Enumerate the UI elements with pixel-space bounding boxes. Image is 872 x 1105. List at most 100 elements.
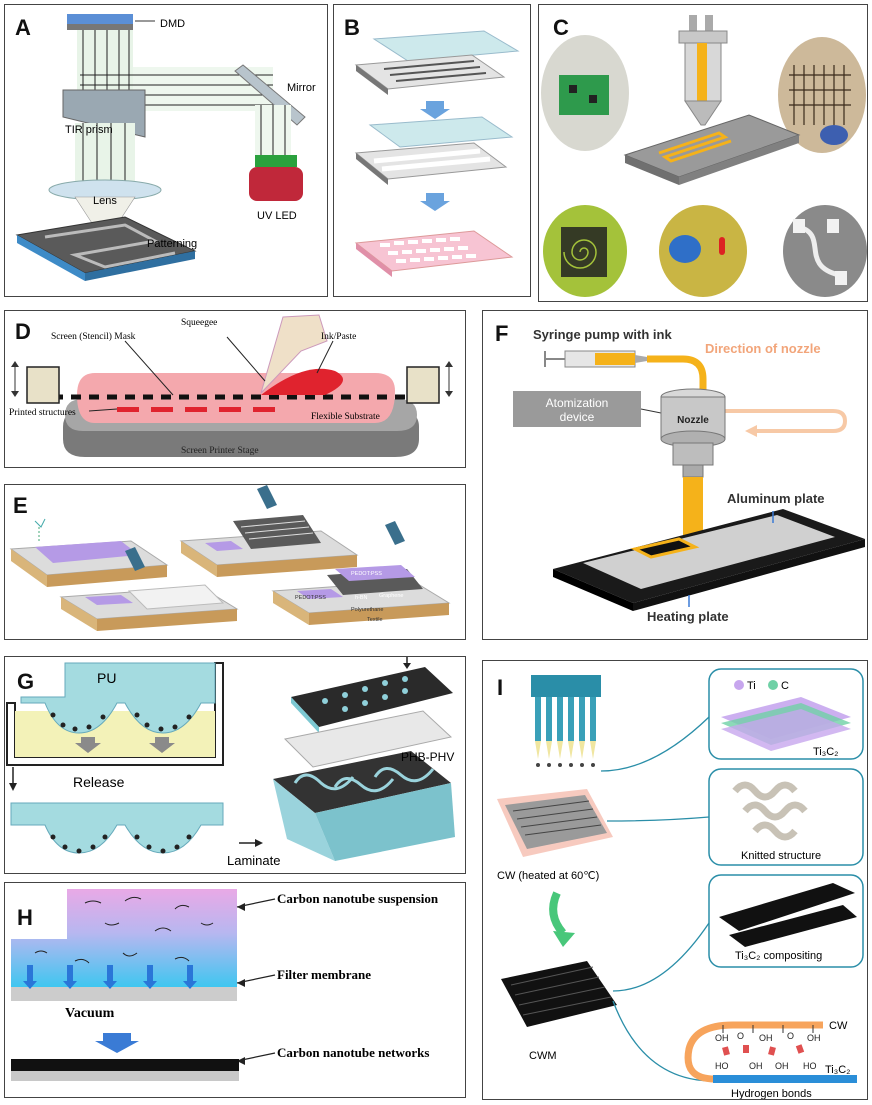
label-oh-4: OH <box>749 1061 763 1071</box>
label-ho-2: HO <box>803 1061 817 1071</box>
panel-d-diagram: Squeegee Screen (Stencil) Mask Ink/Paste… <box>9 314 453 457</box>
label-e-pedot-top: PEDOT:PSS <box>351 571 382 577</box>
d-frame-right <box>406 366 440 404</box>
panel-h-label: H <box>17 905 33 930</box>
i-ti3c2-layer <box>713 1075 857 1083</box>
f-aluminum-plate <box>583 515 835 589</box>
label-filter-membrane: Filter membrane <box>277 967 371 982</box>
label-cnt-suspension: Carbon nanotube suspension <box>277 891 439 906</box>
panel-i-diagram: OH O OH O OH HO OH OH HO Ti C Ti₃C₂ Knit… <box>497 668 864 1100</box>
label-e-hbn: h-BN <box>355 595 368 601</box>
label-ho-1: HO <box>715 1061 729 1071</box>
label-c: C <box>781 680 789 692</box>
g-vacuum-arrow-2 <box>149 737 175 753</box>
label-lens: Lens <box>93 195 117 207</box>
label-ti: Ti <box>747 680 756 692</box>
panel-i: OH O OH O OH HO OH OH HO Ti C Ti₃C₂ Knit… <box>482 660 868 1100</box>
dmd-base <box>67 24 133 30</box>
i-cwm-fabric <box>501 961 617 1027</box>
label-atomization-2: device <box>560 410 595 424</box>
panel-c-label: C <box>553 15 569 40</box>
panel-b-diagram <box>354 30 520 277</box>
label-ti3c2-box: Ti₃C₂ <box>813 746 838 758</box>
panel-f: Syringe pump with ink Direction of nozzl… <box>482 310 868 640</box>
f-atomization-device <box>513 391 641 427</box>
panel-f-diagram: Syringe pump with ink Direction of nozzl… <box>513 327 865 624</box>
label-aluminum-plate: Aluminum plate <box>727 491 825 506</box>
panel-i-label: I <box>497 675 504 700</box>
panel-c: C <box>538 4 868 302</box>
g-laminate-top <box>291 667 453 727</box>
b-arrow-1 <box>420 101 450 119</box>
label-nozzle: Nozzle <box>677 415 709 426</box>
g-released-film <box>10 802 224 854</box>
label-e-textile: Textile <box>367 617 383 623</box>
label-ti3c2-chain: Ti₃C₂ <box>825 1064 850 1076</box>
e-nozzle-3 <box>385 521 405 545</box>
b-top-film <box>372 30 520 62</box>
label-vacuum-g: Vacuum <box>85 772 135 788</box>
label-o-2: O <box>787 1031 794 1041</box>
i-green-arrow <box>549 891 567 936</box>
label-e-pedot-left: PEDOT:PSS <box>295 595 326 601</box>
label-patterning: Patterning <box>147 238 197 250</box>
f-ink-tube <box>647 355 707 395</box>
label-stencil-mask: Screen (Stencil) Mask <box>51 331 136 342</box>
label-oh-1: OH <box>715 1033 729 1043</box>
g-vacuum-arrow-1 <box>75 737 101 753</box>
panel-b: B <box>333 4 531 297</box>
label-cwm: CWM <box>529 1050 557 1062</box>
panel-h-diagram: Carbon nanotube suspension Filter membra… <box>11 889 439 1081</box>
h-cnt-network <box>11 1059 239 1071</box>
panel-d: Squeegee Screen (Stencil) Mask Ink/Paste… <box>4 310 466 468</box>
ti-atom-icon <box>734 680 744 690</box>
label-atomization-1: Atomization <box>546 396 609 410</box>
e-step4-pedot <box>335 565 415 581</box>
g-phb-block-left <box>273 779 335 861</box>
label-e-polyurethane: Polyurethane <box>351 607 383 613</box>
label-dmd: DMD <box>160 18 185 30</box>
d-frame-left <box>26 366 60 404</box>
panel-h: Carbon nanotube suspension Filter membra… <box>4 882 466 1098</box>
label-syringe-pump: Syringe pump with ink <box>533 327 672 342</box>
label-o-1: O <box>737 1031 744 1041</box>
uv-led-lens <box>255 155 297 167</box>
g-laminate-core <box>273 751 451 813</box>
e-step3-hbn <box>127 584 225 610</box>
panel-f-label: F <box>495 321 509 346</box>
panel-d-label: D <box>15 319 31 344</box>
label-printer-stage: Screen Printer Stage <box>181 446 259 456</box>
panel-b-label: B <box>344 15 360 40</box>
g-pu-mold <box>20 662 216 734</box>
e-step2-pattern <box>233 515 321 549</box>
label-pu: PU <box>97 670 116 686</box>
label-cnt-networks: Carbon nanotube networks <box>277 1045 429 1060</box>
label-phb-phv: PHB-PHV <box>401 750 454 764</box>
panel-e: PEDOT:PSS PEDOT:PSS h-BN Graphene Polyur… <box>4 484 466 640</box>
label-oh-3: OH <box>807 1033 821 1043</box>
label-printed-structures: Printed structures <box>9 408 76 418</box>
g-phb-block-right <box>315 783 455 861</box>
label-e-graphene: Graphene <box>379 593 403 599</box>
panel-g: PU Vacuum Release Laminate PHB-PHV G <box>4 656 466 874</box>
h-cnt-suspension <box>11 889 237 987</box>
dmd-chip <box>67 14 133 24</box>
label-cw-chain: CW <box>829 1020 848 1032</box>
f-printed-pattern <box>630 537 700 559</box>
c-photo-cable <box>783 205 867 297</box>
e-nozzle-2 <box>125 547 145 571</box>
h-filter-membrane <box>11 987 237 1001</box>
d-ink-paste <box>261 368 343 395</box>
label-flexible-substrate: Flexible Substrate <box>311 412 380 422</box>
label-hydrogen-bonds: Hydrogen bonds <box>731 1088 812 1100</box>
label-oh-5: OH <box>775 1061 789 1071</box>
panel-a-label: A <box>15 15 31 40</box>
beam-dmd <box>77 30 133 90</box>
e-nozzle-1 <box>257 485 277 509</box>
label-mirror: Mirror <box>287 82 316 94</box>
label-oh-2: OH <box>759 1033 773 1043</box>
label-release: Release <box>73 774 125 790</box>
label-tir-prism: TIR prism <box>65 124 113 136</box>
h-down-arrow <box>95 1033 139 1053</box>
i-print-head <box>531 675 601 697</box>
